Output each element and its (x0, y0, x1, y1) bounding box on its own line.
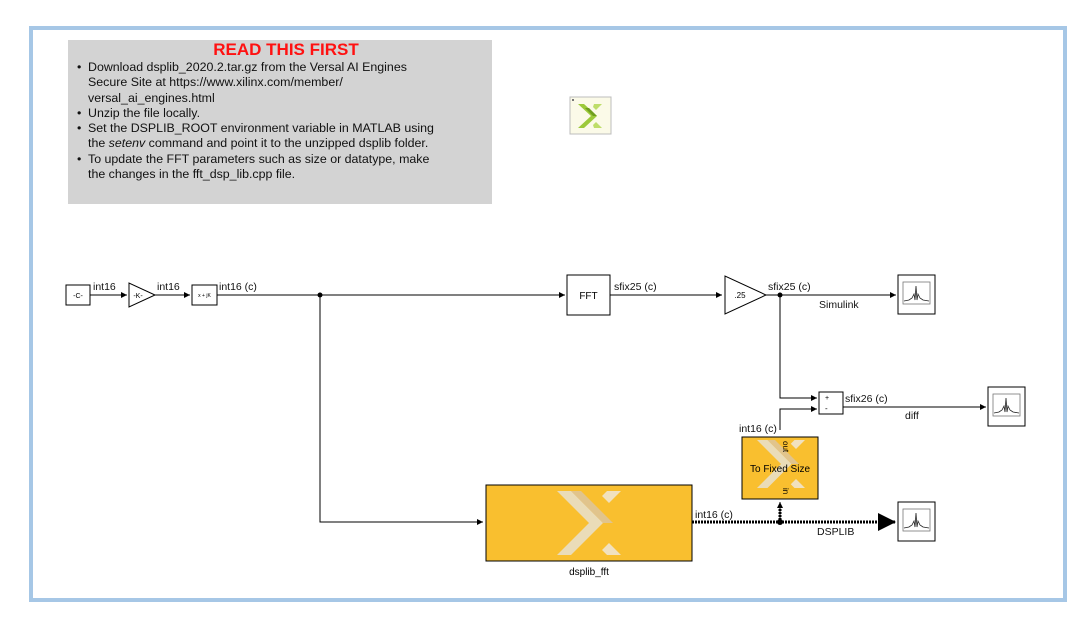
note-item: • To update the FFT parameters such as s… (77, 151, 484, 183)
diff-output-label: diff (905, 410, 919, 422)
scale-gain-block[interactable]: .25 (724, 275, 768, 315)
bullet-icon: • (77, 151, 82, 166)
complex-block-label: x + jK (198, 293, 211, 299)
note-line: Download dsplib_2020.2.tar.gz from the V… (88, 60, 407, 74)
signal-label: int16 (157, 281, 180, 293)
junction-dots (317, 292, 783, 525)
note-line-post: command and point it to the unzipped dsp… (145, 136, 429, 151)
spectrum-scope-diff[interactable] (987, 386, 1026, 427)
spectrum-scope-simulink[interactable] (897, 274, 936, 315)
signal-label: int16 (c) (739, 423, 777, 435)
fft-block[interactable]: FFT (566, 274, 611, 316)
note-item: • Unzip the file locally. (77, 105, 484, 121)
note-line: Set the DSPLIB_ROOT environment variable… (88, 121, 434, 136)
bus-line (692, 505, 896, 531)
gain-block-label: -K- (133, 293, 143, 300)
real-imag-to-complex-block[interactable]: x + jK (191, 284, 218, 306)
to-fixed-size-block[interactable]: To Fixed Size out in (741, 436, 819, 500)
sum-minus-sign: - (825, 404, 828, 413)
note-line: Secure Site at https://www.xilinx.com/me… (88, 75, 343, 90)
scale-gain-label: .25 (734, 291, 746, 300)
note-line: To update the FFT parameters such as siz… (88, 151, 430, 166)
bullet-icon: • (77, 105, 82, 120)
note-title: READ THIS FIRST (213, 40, 359, 59)
note-line-pre: the (88, 136, 109, 151)
subtract-block[interactable]: + - (818, 391, 844, 415)
signal-label: int16 (c) (219, 281, 257, 293)
note-item: • Download dsplib_2020.2.tar.gz from the… (77, 60, 484, 106)
xilinx-system-generator-icon[interactable] (569, 96, 612, 135)
note-item: • Set the DSPLIB_ROOT environment variab… (77, 121, 484, 152)
constant-block[interactable]: -C- (65, 284, 91, 306)
note-list: • Download dsplib_2020.2.tar.gz from the… (77, 60, 484, 183)
note-line: the changes in the fft_dsp_lib.cpp file. (88, 167, 296, 182)
spectrum-scope-dsplib[interactable] (897, 501, 936, 542)
read-this-first-annotation[interactable]: READ THIS FIRST • Download dsplib_2020.2… (68, 40, 492, 204)
to-fixed-out-port: out (781, 441, 790, 453)
signal-label: sfix26 (c) (845, 393, 888, 405)
signal-label: int16 (93, 281, 116, 293)
dsplib-fft-name: dsplib_fft (569, 567, 609, 578)
constant-block-label: -C- (73, 293, 83, 300)
signal-label: sfix25 (c) (768, 281, 811, 293)
note-line-em: setenv (108, 136, 146, 151)
dsplib-fft-block[interactable]: dsplib_fft (485, 484, 693, 578)
note-line: Unzip the file locally. (88, 105, 201, 120)
sum-plus-sign: + (825, 395, 829, 402)
to-fixed-in-port: in (781, 488, 790, 494)
to-fixed-size-label: To Fixed Size (750, 464, 810, 475)
dsplib-output-label: DSPLIB (817, 526, 855, 538)
simulink-output-label: Simulink (819, 299, 859, 311)
note-line: versal_ai_engines.html (88, 90, 215, 105)
gain-block[interactable]: -K- (128, 282, 157, 308)
signal-label: sfix25 (c) (614, 281, 657, 293)
bullet-icon: • (77, 60, 82, 74)
signal-label: int16 (c) (695, 509, 733, 521)
fft-block-label: FFT (579, 291, 597, 302)
bullet-icon: • (77, 121, 82, 136)
